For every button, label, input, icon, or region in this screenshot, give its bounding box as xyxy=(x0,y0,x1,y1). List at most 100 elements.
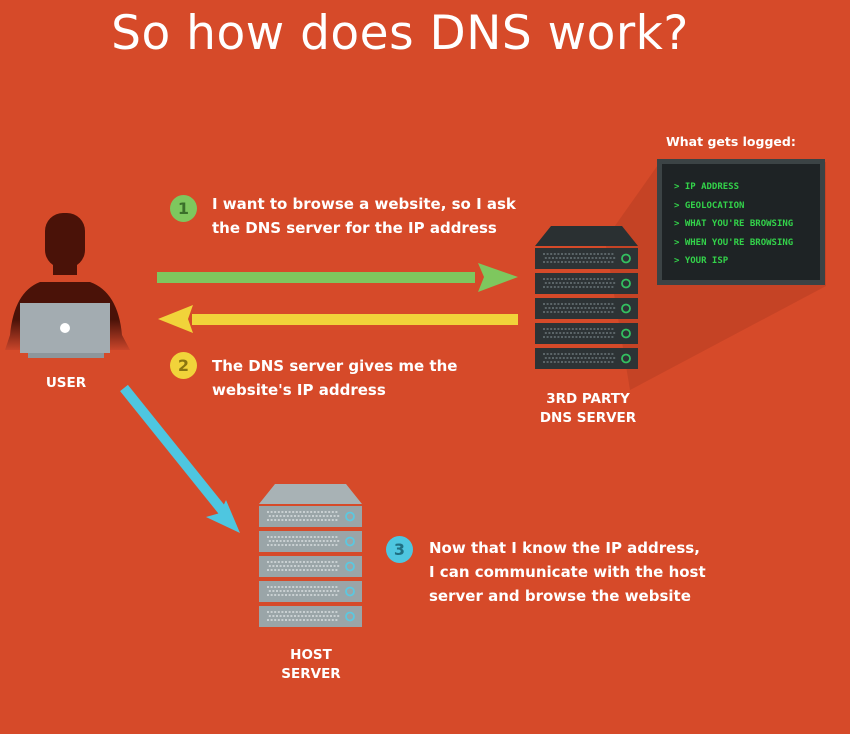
vent-dot xyxy=(310,586,313,588)
vent-dot xyxy=(267,511,269,513)
vent-dot xyxy=(297,540,300,542)
vent-dot xyxy=(286,615,289,617)
vent-dot xyxy=(613,357,616,359)
vent-dot xyxy=(335,536,338,538)
vent-dot xyxy=(546,286,549,288)
dns-server-label-line1: 3RD PARTY xyxy=(546,391,630,407)
vent-dot xyxy=(337,615,340,617)
vent-dot xyxy=(306,544,309,546)
vent-dot xyxy=(317,536,320,538)
vent-dot xyxy=(295,511,298,513)
vent-dot xyxy=(586,278,589,280)
vent-dot xyxy=(299,536,302,538)
vent-dot xyxy=(330,590,332,592)
vent-dot xyxy=(328,619,331,621)
vent-dot xyxy=(593,253,596,255)
vent-dot xyxy=(579,361,581,363)
vent-dot xyxy=(270,561,273,563)
vent-dot xyxy=(299,561,302,563)
vent-dot xyxy=(568,328,571,330)
vent-dot xyxy=(586,361,589,363)
vent-dot xyxy=(561,361,563,363)
vent-dot xyxy=(308,515,311,517)
vent-dot xyxy=(315,515,318,517)
vent-dot xyxy=(331,619,334,621)
vent-dot xyxy=(604,261,607,263)
step2-line1: The DNS server gives me the xyxy=(212,357,458,375)
vent-dot xyxy=(335,544,338,546)
vent-dot xyxy=(281,519,284,521)
vent-dot xyxy=(303,561,305,563)
vent-dot xyxy=(586,253,589,255)
vent-dot xyxy=(324,619,327,621)
vent-dot xyxy=(285,619,287,621)
vent-dot xyxy=(561,353,563,355)
vent-dot xyxy=(575,261,578,263)
vent-dot xyxy=(589,303,592,305)
vent-dot xyxy=(604,361,607,363)
vent-dot xyxy=(303,511,305,513)
vent-dot xyxy=(292,586,295,588)
vent-dot xyxy=(322,540,325,542)
vent-dot xyxy=(290,515,293,517)
vent-dot xyxy=(324,594,327,596)
vent-dot xyxy=(550,278,553,280)
step2-text: The DNS server gives me the website's IP… xyxy=(212,354,457,402)
vent-dot xyxy=(326,590,329,592)
vent-dot xyxy=(588,282,590,284)
vent-dot xyxy=(276,565,278,567)
vent-dot xyxy=(270,586,273,588)
vent-dot xyxy=(580,357,583,359)
server-led-icon xyxy=(345,536,355,547)
vent-dot xyxy=(553,253,556,255)
vent-dot xyxy=(274,519,277,521)
vent-dot xyxy=(568,278,571,280)
vent-dot xyxy=(286,590,289,592)
vent-dot xyxy=(321,569,323,571)
vent-dot xyxy=(562,357,565,359)
step3-text: Now that I know the IP address, I can co… xyxy=(429,536,706,608)
vent-dot xyxy=(575,311,578,313)
vent-dot xyxy=(555,357,558,359)
vent-dot xyxy=(566,307,569,309)
vent-dot xyxy=(313,544,316,546)
vent-dot xyxy=(571,261,574,263)
vent-dot xyxy=(550,253,553,255)
vent-dot xyxy=(321,594,323,596)
vent-dot xyxy=(579,286,581,288)
vent-dot xyxy=(319,590,322,592)
vent-dot xyxy=(331,569,334,571)
vent-dot xyxy=(303,544,305,546)
vent-dot xyxy=(277,544,280,546)
vent-dot xyxy=(593,353,596,355)
vent-dot xyxy=(588,332,590,334)
vent-dot xyxy=(564,336,567,338)
vent-dot xyxy=(326,515,329,517)
vent-dot xyxy=(292,619,295,621)
vent-dot xyxy=(552,307,554,309)
vent-dot xyxy=(561,303,563,305)
vent-dot xyxy=(609,282,612,284)
vent-dot xyxy=(586,286,589,288)
vent-dot xyxy=(267,519,269,521)
vent-dot xyxy=(543,286,545,288)
log-item: > GEOLOCATION xyxy=(674,200,745,211)
vent-dot xyxy=(559,307,562,309)
vent-dot xyxy=(577,257,580,259)
vent-dot xyxy=(274,594,277,596)
vent-dot xyxy=(277,569,280,571)
vent-dot xyxy=(313,536,316,538)
vent-dot xyxy=(294,615,296,617)
vent-dot xyxy=(553,261,556,263)
vent-dot xyxy=(288,561,291,563)
vent-dot xyxy=(600,336,603,338)
vent-dot xyxy=(582,261,585,263)
vent-dot xyxy=(579,278,581,280)
vent-dot xyxy=(602,257,605,259)
vent-dot xyxy=(591,307,594,309)
vent-dot xyxy=(272,540,275,542)
vent-dot xyxy=(571,303,574,305)
vent-dot xyxy=(285,569,287,571)
vent-dot xyxy=(292,519,295,521)
vent-dot xyxy=(604,311,607,313)
